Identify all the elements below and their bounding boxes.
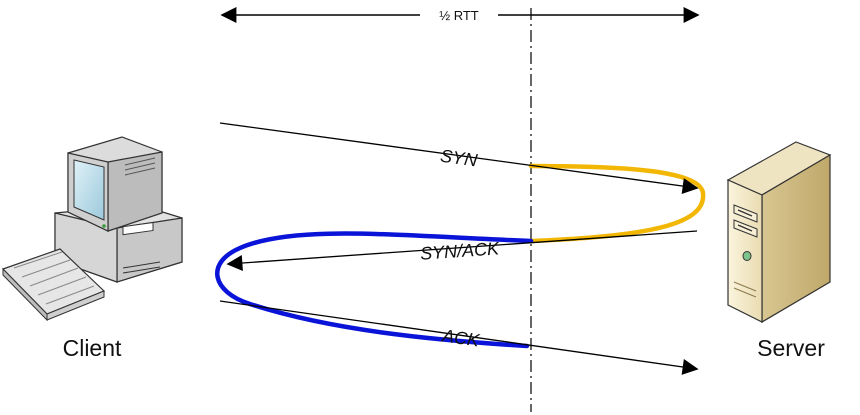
syn-ack-label: SYN/ACK: [419, 238, 500, 264]
ack-arrow: [219, 300, 699, 375]
syn-ack-arrow: [226, 230, 698, 271]
rtt-dimension: ½ RTT: [220, 7, 700, 23]
tower-server-icon: [726, 141, 832, 324]
ack-label: ACK: [440, 325, 481, 350]
highlight-curve-blue: [215, 231, 534, 349]
highlight-curve-yellow: [528, 163, 706, 244]
desktop-computer-icon: [1, 136, 183, 322]
message-arrows: [219, 122, 699, 375]
syn-label: SYN: [439, 146, 479, 171]
rtt-label: ½ RTT: [439, 8, 479, 23]
client-label: Client: [63, 335, 122, 361]
server-label: Server: [757, 335, 825, 361]
syn-arrow: [219, 122, 699, 194]
